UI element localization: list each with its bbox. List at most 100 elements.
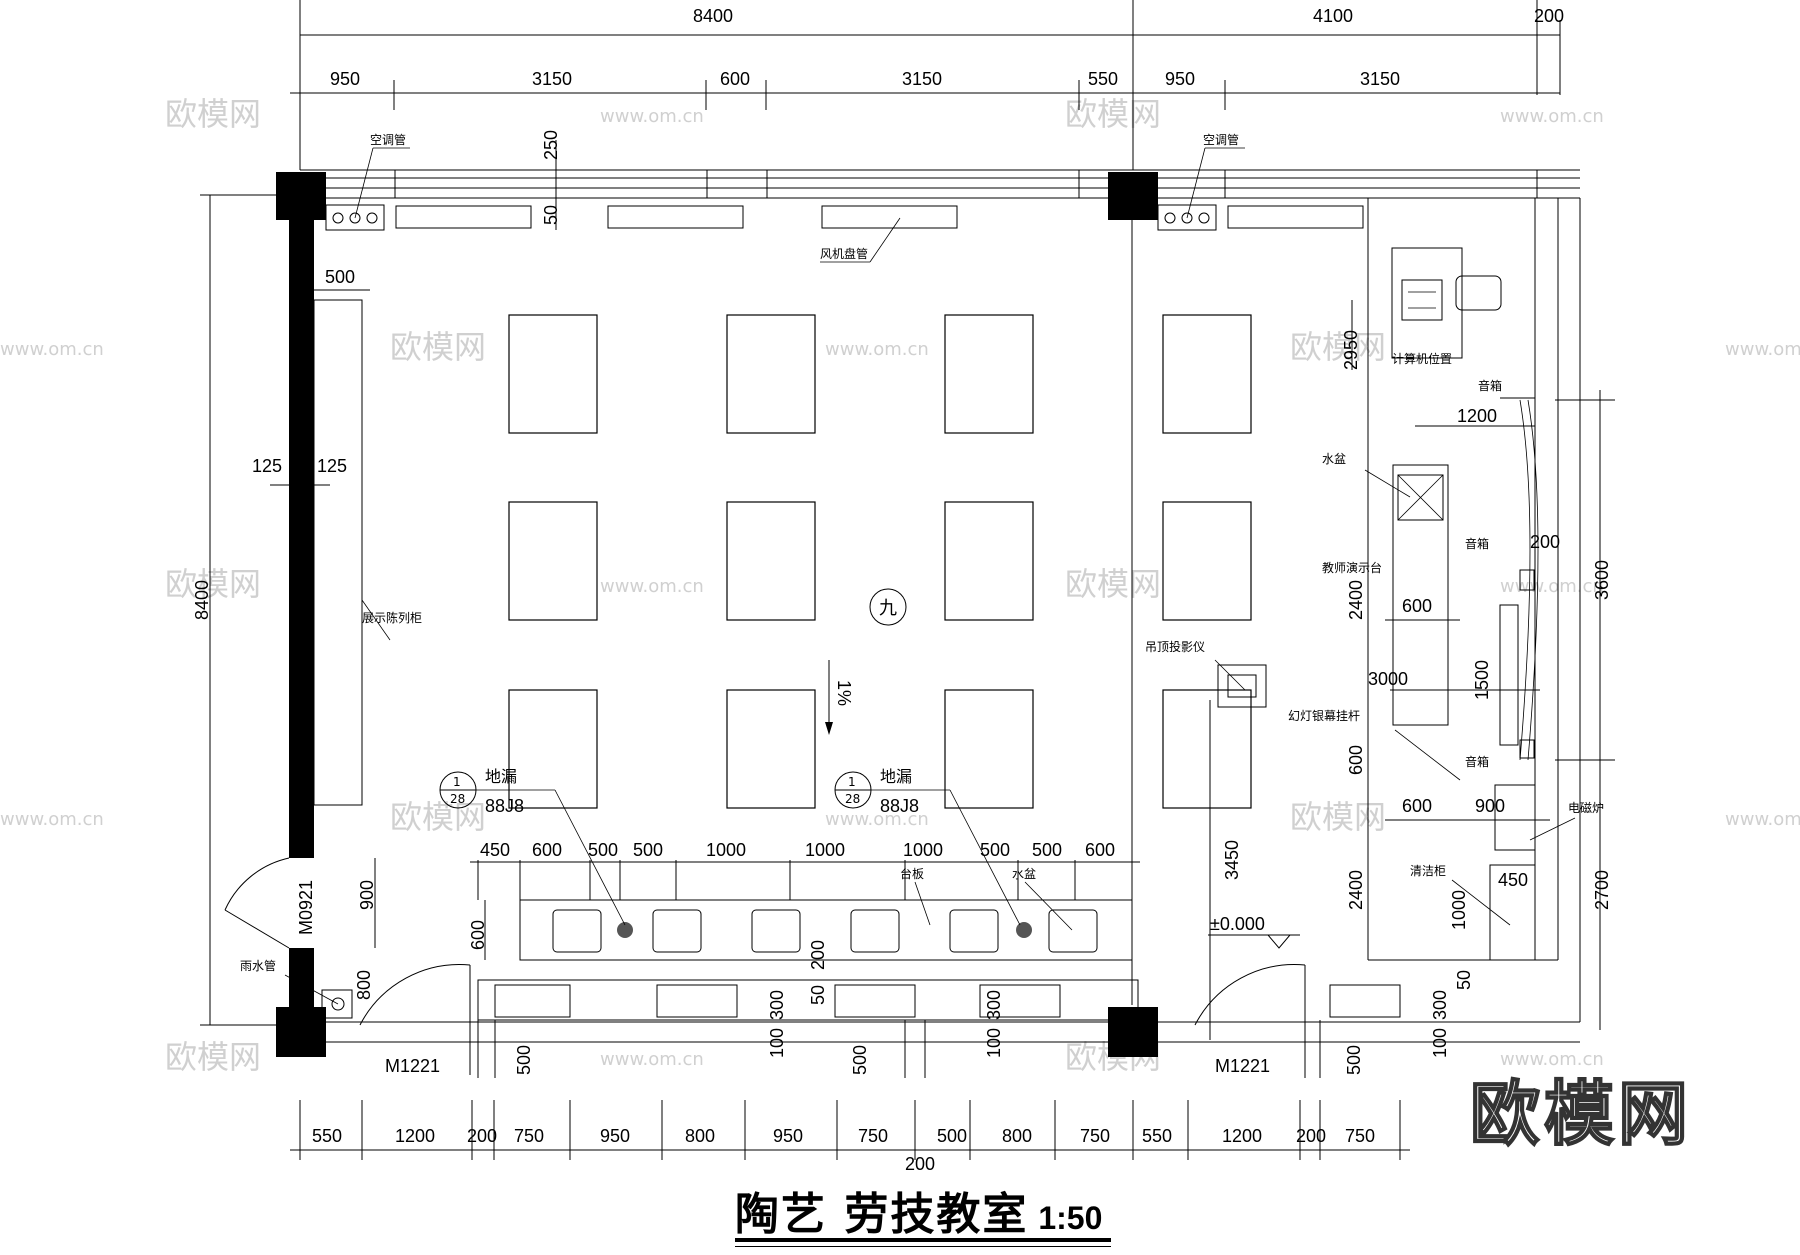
watermark: 欧模网	[390, 328, 486, 366]
projector-label: 吊顶投影仪	[1145, 639, 1205, 654]
dimension-label: 3000	[1368, 669, 1408, 689]
fan-coils: 风机盘管	[395, 205, 1364, 263]
left-dimension: 8400	[192, 194, 290, 1026]
room-number: 九	[879, 598, 897, 619]
dimension-label: 500	[514, 1045, 534, 1075]
watermark: 欧模网	[1065, 95, 1161, 133]
dimension-label: 8400	[192, 580, 212, 620]
dimension-label: 1000	[706, 840, 746, 860]
dimension-label: 750	[514, 1126, 544, 1146]
dimension-label: 100	[984, 1028, 1004, 1058]
watermark: www.om.cn	[0, 339, 104, 360]
dimension-label: 3450	[1222, 840, 1242, 880]
title-underline	[735, 1246, 1111, 1247]
dimension-label: 600	[468, 920, 488, 950]
display-cabinet-label: 展示陈列柜	[362, 610, 422, 625]
dimension-label: 600	[720, 69, 750, 89]
dimension-label: 800	[354, 970, 374, 1000]
floor-drains: 1 28 地漏 88J8 1 28 地漏 88J8	[439, 767, 1021, 926]
watermark: www.om.cn	[1725, 809, 1800, 830]
door-label: M1221	[385, 1056, 440, 1076]
dimension-label: 600	[1346, 745, 1366, 775]
speaker-label: 音箱	[1465, 536, 1489, 551]
dimension-label: 3150	[902, 69, 942, 89]
dimension-label: 550	[1088, 69, 1118, 89]
dimension-label: 500	[980, 840, 1010, 860]
drain-label: 地漏	[880, 767, 912, 786]
dimension-label: 2400	[1346, 870, 1366, 910]
dimension-label: 450	[1498, 870, 1528, 890]
dimension-label: 600	[1402, 596, 1432, 616]
dimension-label: 125	[317, 456, 347, 476]
watermark: 欧模网	[165, 1038, 261, 1076]
speaker-label: 音箱	[1465, 754, 1489, 769]
computer-label: 计算机位置	[1392, 351, 1452, 366]
watermark: 欧模网	[1290, 798, 1386, 836]
dimension-label: 2950	[1341, 330, 1361, 370]
watermark: www.om.cn	[1500, 576, 1604, 597]
sink-label: 水盆	[1012, 867, 1036, 881]
dimension-label: 950	[773, 1126, 803, 1146]
watermark: www.om.cn	[1500, 106, 1604, 127]
display-cabinet: 展示陈列柜	[313, 299, 422, 806]
drain-ref: 88J8	[880, 796, 919, 816]
basin-label: 水盆	[1322, 452, 1346, 466]
dimension-label: 800	[685, 1126, 715, 1146]
watermark: www.om.cn	[1500, 1049, 1604, 1070]
dimension-label: 100	[767, 1028, 787, 1058]
dimension-label: 1500	[1472, 660, 1492, 700]
dimension-label: 50	[541, 205, 561, 225]
dimension-label: 950	[600, 1126, 630, 1146]
watermark: www.om.cn	[600, 1049, 704, 1070]
column	[276, 1007, 326, 1057]
sink-counter: 450 600 500 500 1000 1000 1000 500 500 6…	[468, 840, 1140, 961]
door-label: M0921	[296, 880, 316, 935]
detail-num: 1	[848, 775, 856, 789]
detail-sheet: 28	[845, 792, 860, 806]
scale-text: 1:50	[1038, 1200, 1103, 1236]
detail-sheet: 28	[450, 792, 465, 806]
elevation-label: ±0.000	[1210, 914, 1265, 934]
dimension-label: 1000	[1449, 890, 1469, 930]
dimension-label: 125	[252, 456, 282, 476]
watermark: 欧模网	[390, 798, 486, 836]
column	[1108, 172, 1158, 220]
dimension-label: 950	[1165, 69, 1195, 89]
dimension-label: 2400	[1346, 580, 1366, 620]
drain-label: 地漏	[485, 767, 517, 786]
watermark: www.om.cn	[1725, 339, 1800, 360]
dimension-label: 500	[937, 1126, 967, 1146]
watermark: 欧模网	[1290, 328, 1386, 366]
dimension-label: 800	[1002, 1126, 1032, 1146]
watermark: www.om.cn	[600, 106, 704, 127]
dimension-label: 50	[1454, 970, 1474, 990]
sinks	[552, 909, 1098, 953]
dimension-label: 300	[984, 990, 1004, 1020]
dimension-label: 200	[467, 1126, 497, 1146]
dimension-label: 1000	[805, 840, 845, 860]
dimension-label: 2700	[1592, 870, 1612, 910]
dimension-label: 1200	[1222, 1126, 1262, 1146]
dimension-label: 600	[1085, 840, 1115, 860]
dimension-label: 200	[905, 1154, 935, 1174]
dimension-label: 500	[1032, 840, 1062, 860]
detail-num: 1	[453, 775, 461, 789]
dimension-label: 300	[767, 990, 787, 1020]
left-wall	[289, 218, 314, 858]
walls	[276, 169, 1581, 1057]
dimension-label: 500	[588, 840, 618, 860]
dimension-label: 1000	[903, 840, 943, 860]
dimension-label: 600	[532, 840, 562, 860]
ac-pipes: 空调管 空调管	[325, 132, 1245, 231]
dimension-label: 750	[1345, 1126, 1375, 1146]
dimension-label: 750	[858, 1126, 888, 1146]
teacher-area: 计算机位置 2950 音箱 音箱 音箱 1200 水盆 教师演示台 200 36…	[1145, 247, 1615, 1040]
left-wall	[289, 948, 314, 1008]
room-mark: 九 1%	[825, 588, 907, 735]
rain-pipe-label: 雨水管	[240, 958, 276, 973]
bottom-dimension-chain: 550 1200 200 750 950 800 950 750 500 800…	[290, 1100, 1410, 1174]
dimension-label: 550	[312, 1126, 342, 1146]
dimension-label: 3150	[1360, 69, 1400, 89]
dimension-label: 1200	[395, 1126, 435, 1146]
